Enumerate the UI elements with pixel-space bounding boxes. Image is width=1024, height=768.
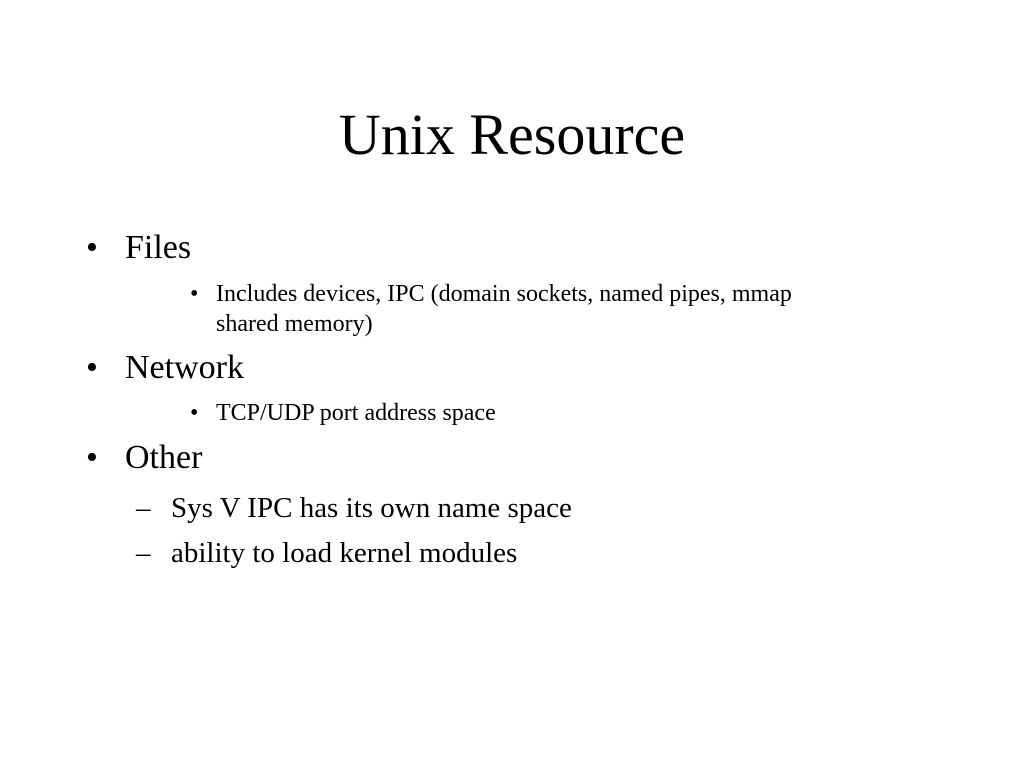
bullet-marker: • [86, 439, 98, 476]
bullet-text: Other [125, 439, 203, 476]
sub-bullet-text: Includes devices, IPC (domain sockets, n… [216, 281, 792, 307]
sub-bullet-text: TCP/UDP port address space [216, 400, 496, 426]
bullet-marker: • [86, 229, 98, 266]
bullet-text: Files [125, 229, 192, 266]
sub-bullet-text-continued: shared memory) [216, 311, 373, 337]
dash-marker: – [136, 537, 151, 569]
sub-bullet-marker: • [190, 400, 199, 426]
sub-bullet-marker: • [190, 281, 199, 307]
dash-text: ability to load kernel modules [171, 537, 518, 569]
bullet-text: Network [125, 349, 244, 386]
dash-text: Sys V IPC has its own name space [171, 492, 572, 524]
slide-title: Unix Resource [338, 102, 686, 167]
dash-marker: – [136, 492, 151, 524]
bullet-marker: • [86, 349, 98, 386]
